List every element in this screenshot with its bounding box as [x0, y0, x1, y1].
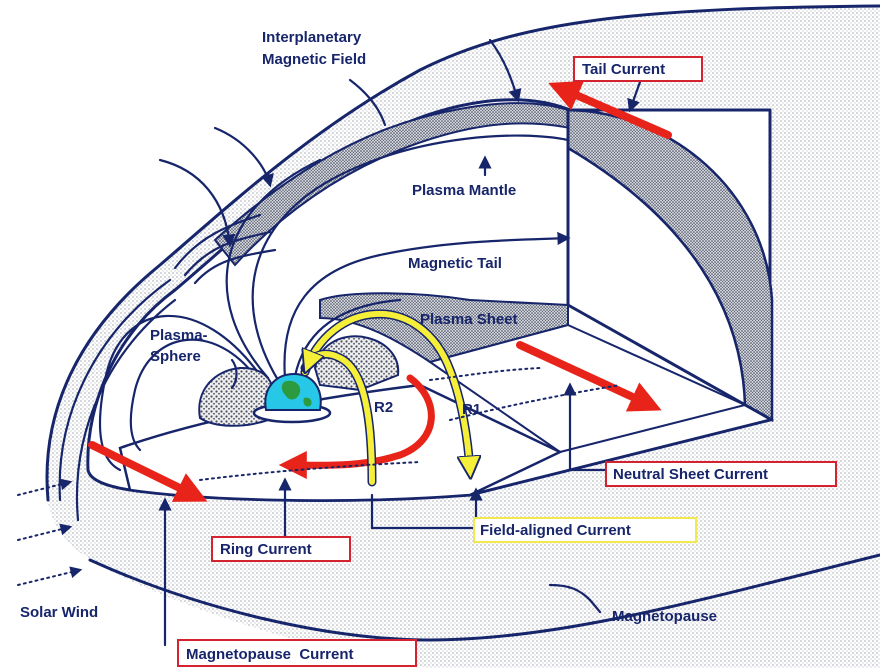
imf-label-line1: Interplanetary: [262, 29, 362, 46]
magnetopause-label: Magnetopause: [612, 608, 717, 625]
plasma-mantle-label: Plasma Mantle: [412, 182, 516, 199]
ring-current-label: Ring Current: [220, 541, 312, 558]
r1-label: R1: [462, 401, 481, 418]
magnetopause-current-label: Magnetopause Current: [186, 646, 354, 663]
plasma-sheet-label: Plasma Sheet: [420, 311, 518, 328]
r2-label: R2: [374, 399, 393, 416]
plasmasphere-label-line1: Plasma-: [150, 327, 208, 344]
magnetic-tail-label: Magnetic Tail: [408, 255, 502, 272]
field-aligned-current-label: Field-aligned Current: [480, 522, 631, 539]
imf-label-line2: Magnetic Field: [262, 51, 366, 68]
plasmasphere-label-line2: Sphere: [150, 348, 201, 365]
solar-wind-arrow-3: [18, 570, 80, 585]
tail-current-label: Tail Current: [582, 61, 665, 78]
solar-wind-label: Solar Wind: [20, 604, 98, 621]
neutral-sheet-current-label: Neutral Sheet Current: [613, 466, 768, 483]
